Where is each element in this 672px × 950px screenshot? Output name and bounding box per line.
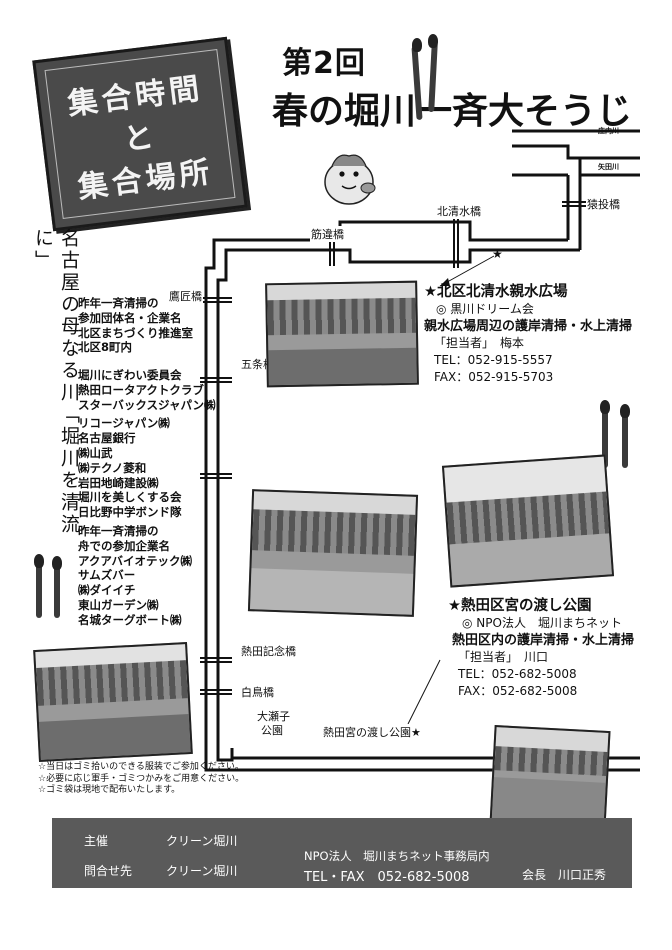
- note-item: ☆必要に応じ軍手・ゴミつかみをご用意ください。: [38, 773, 245, 784]
- list-item: 東山ガーデン㈱: [78, 597, 159, 612]
- location-kitashimizu-details: 親水広場周辺の護岸清掃・水上清掃 「担当者」 梅本 TEL：052-915-55…: [424, 318, 670, 386]
- list-item: リコージャパン㈱: [78, 416, 170, 431]
- list-item: 日比野中学ボンド隊: [78, 505, 182, 520]
- participant-group-1: 昨年一斉清掃の 参加団体名・企業名 北区まちづくり推進室 北区8町内: [78, 296, 193, 355]
- river-label-shonai: 庄内川: [598, 127, 619, 135]
- bridge-label-sujikai: 筋違橋: [310, 226, 345, 242]
- bridge-label-sarunage: 猿投橋: [586, 196, 621, 212]
- location-organizer: ◎ 黒川ドリーム会: [436, 302, 534, 316]
- photo-river-embankment: [33, 642, 193, 762]
- location-contact-person: 「担当者」 梅本: [434, 336, 525, 350]
- participant-group-3: 昨年一斉清掃の 舟での参加企業名 アクアバイオテック㈱ サムズバー ㈱ダイイチ …: [78, 524, 192, 628]
- list-item: 昨年一斉清掃の: [78, 296, 159, 310]
- footer-sponsor: クリーン堀川: [166, 834, 238, 848]
- list-item: 名古屋銀行: [78, 431, 136, 446]
- footer-sponsor-label: 主催: [84, 834, 109, 848]
- list-item: ㈱テクノ菱和: [78, 460, 147, 475]
- place-label-osezako-line1: 大瀬子: [256, 708, 291, 724]
- event-edition: 第2回: [282, 46, 366, 81]
- location-tel: TEL：052-915-5557: [434, 353, 553, 367]
- bridge-label-shiratori: 白鳥橋: [240, 684, 275, 700]
- bridge-label-kitashimizu: 北清水橋: [436, 203, 482, 219]
- location-name: ★北区北清水親水広場: [424, 284, 568, 300]
- place-label-miya-park: 熱田宮の渡し公園★: [322, 724, 422, 740]
- list-item: アクアバイオテック㈱: [78, 553, 192, 568]
- participant-group-2: 堀川にぎわい委員会 熱田ロータアクトクラブ スターバックスジャパン㈱ リコージャ…: [78, 368, 216, 520]
- location-name: ★熱田区宮の渡し公園: [448, 598, 592, 614]
- location-tel: TEL：052-682-5008: [458, 667, 577, 681]
- photo-boat-cleanup: [489, 725, 611, 831]
- footer-office: NPO法人 堀川まちネット事務局内: [304, 849, 490, 863]
- vertical-slogan: 名古屋の母なる川「堀川を清流に」: [32, 228, 80, 536]
- location-activity: 熱田区内の護岸清掃・水上清掃: [452, 633, 635, 648]
- list-item: スターバックスジャパン㈱: [78, 397, 216, 412]
- asparagus-icon: [596, 398, 638, 476]
- mascot-character-icon: [324, 154, 376, 205]
- svg-text:★: ★: [492, 247, 503, 261]
- list-item: 名城ターグボート㈱: [78, 612, 182, 627]
- note-item: ☆当日はゴミ拾いのできる服装でご参加ください。: [38, 762, 244, 772]
- footer-contact: クリーン堀川: [166, 864, 238, 878]
- asparagus-icon: [408, 34, 442, 124]
- location-organizer: ◎ NPO法人 堀川まちネット: [462, 616, 622, 630]
- list-item: 熱田ロータアクトクラブ: [78, 382, 204, 397]
- location-miya-park: ★熱田区宮の渡し公園 ◎ NPO法人 堀川まちネット 熱田区内の護岸清掃・水上清…: [448, 598, 670, 700]
- list-item: 岩田地崎建設㈱: [78, 475, 159, 490]
- footer-telfax: TEL・FAX 052-682-5008: [304, 870, 470, 885]
- note-item: ☆ゴミ袋は現地で配布いたします。: [38, 785, 181, 795]
- footer-contact-label: 問合せ先: [84, 864, 133, 878]
- location-fax: FAX：052-682-5008: [458, 684, 578, 698]
- river-label-yada: 矢田川: [598, 163, 619, 171]
- footer-chair: 会長 川口正秀: [522, 868, 607, 882]
- location-fax: FAX：052-915-5703: [434, 370, 554, 384]
- list-item: 昨年一斉清掃の: [78, 524, 159, 538]
- list-item: ㈱ダイイチ: [78, 583, 136, 598]
- list-item: 舟での参加企業名: [78, 538, 170, 553]
- location-kitashimizu: ★北区北清水親水広場 ◎ 黒川ドリーム会: [424, 284, 664, 318]
- photo-group-volunteers: [247, 489, 419, 617]
- list-item: 北区8町内: [78, 340, 133, 355]
- notes: ☆当日はゴミ拾いのできる服装でご参加ください。 ☆必要に応じ軍手・ゴミつかみをご…: [38, 762, 244, 797]
- list-item: 堀川を美しくする会: [78, 490, 182, 505]
- list-item: 堀川にぎわい委員会: [78, 368, 182, 382]
- footer-panel: 主催 クリーン堀川 問合せ先 クリーン堀川 NPO法人 堀川まちネット事務局内 …: [52, 818, 632, 888]
- place-label-osezako-line2: 公園: [260, 722, 284, 738]
- list-item: 北区まちづくり推進室: [78, 325, 193, 340]
- bridge-label-atsuta-kinen: 熱田記念橋: [240, 643, 297, 659]
- list-item: ㈱山武: [78, 445, 113, 460]
- list-item: 参加団体名・企業名: [78, 310, 182, 325]
- photo-park-building: [441, 454, 615, 588]
- asparagus-icon: [30, 552, 70, 624]
- list-item: サムズバー: [78, 568, 136, 583]
- location-activity: 親水広場周辺の護岸清掃・水上清掃: [424, 319, 633, 334]
- event-title: 春の堀川一斉大そうじ: [272, 91, 633, 132]
- photo-riverside-cleanup: [265, 280, 419, 388]
- location-contact-person: 「担当者」 川口: [458, 650, 549, 664]
- bridge-label-takajo: 鷹匠橋: [168, 288, 203, 304]
